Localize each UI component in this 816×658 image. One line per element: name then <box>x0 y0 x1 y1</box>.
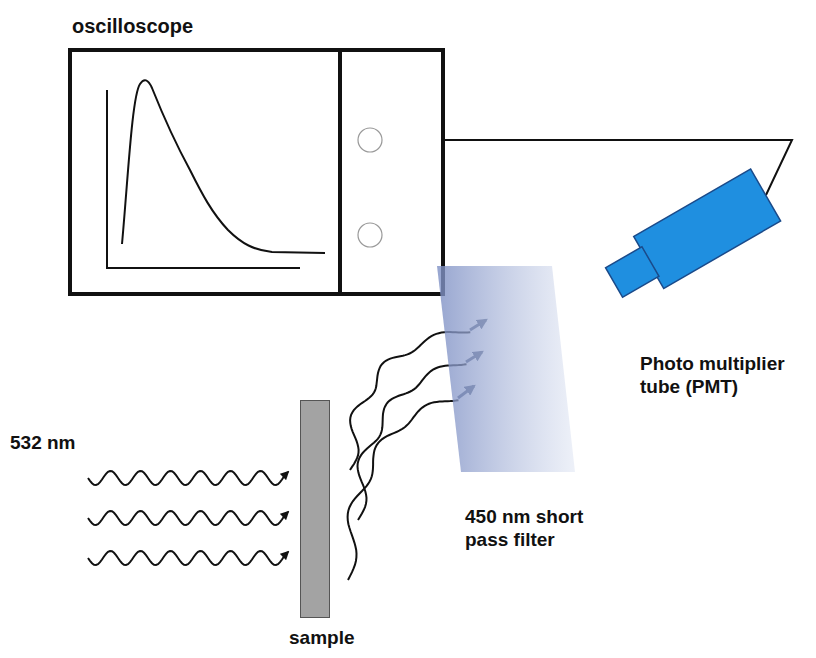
node-label: 450 nm short pass filter <box>465 506 615 552</box>
short-pass-filter-outline <box>437 266 577 472</box>
sample-plate: sample <box>300 400 330 618</box>
photomultiplier-tube: Photo multiplier tube (PMT) <box>585 165 785 315</box>
photomultiplier-tube-outline <box>585 165 785 315</box>
oscilloscope-box-outline <box>68 48 445 296</box>
wavelength-label: 532 nm <box>10 432 120 455</box>
short-pass-filter: 450 nm short pass filter <box>437 266 577 472</box>
node-label: oscilloscope <box>72 14 272 38</box>
node-label: Photo multiplier tube (PMT) <box>640 353 815 399</box>
node-label: sample <box>289 627 379 650</box>
oscilloscope-box: oscilloscope <box>68 48 445 296</box>
